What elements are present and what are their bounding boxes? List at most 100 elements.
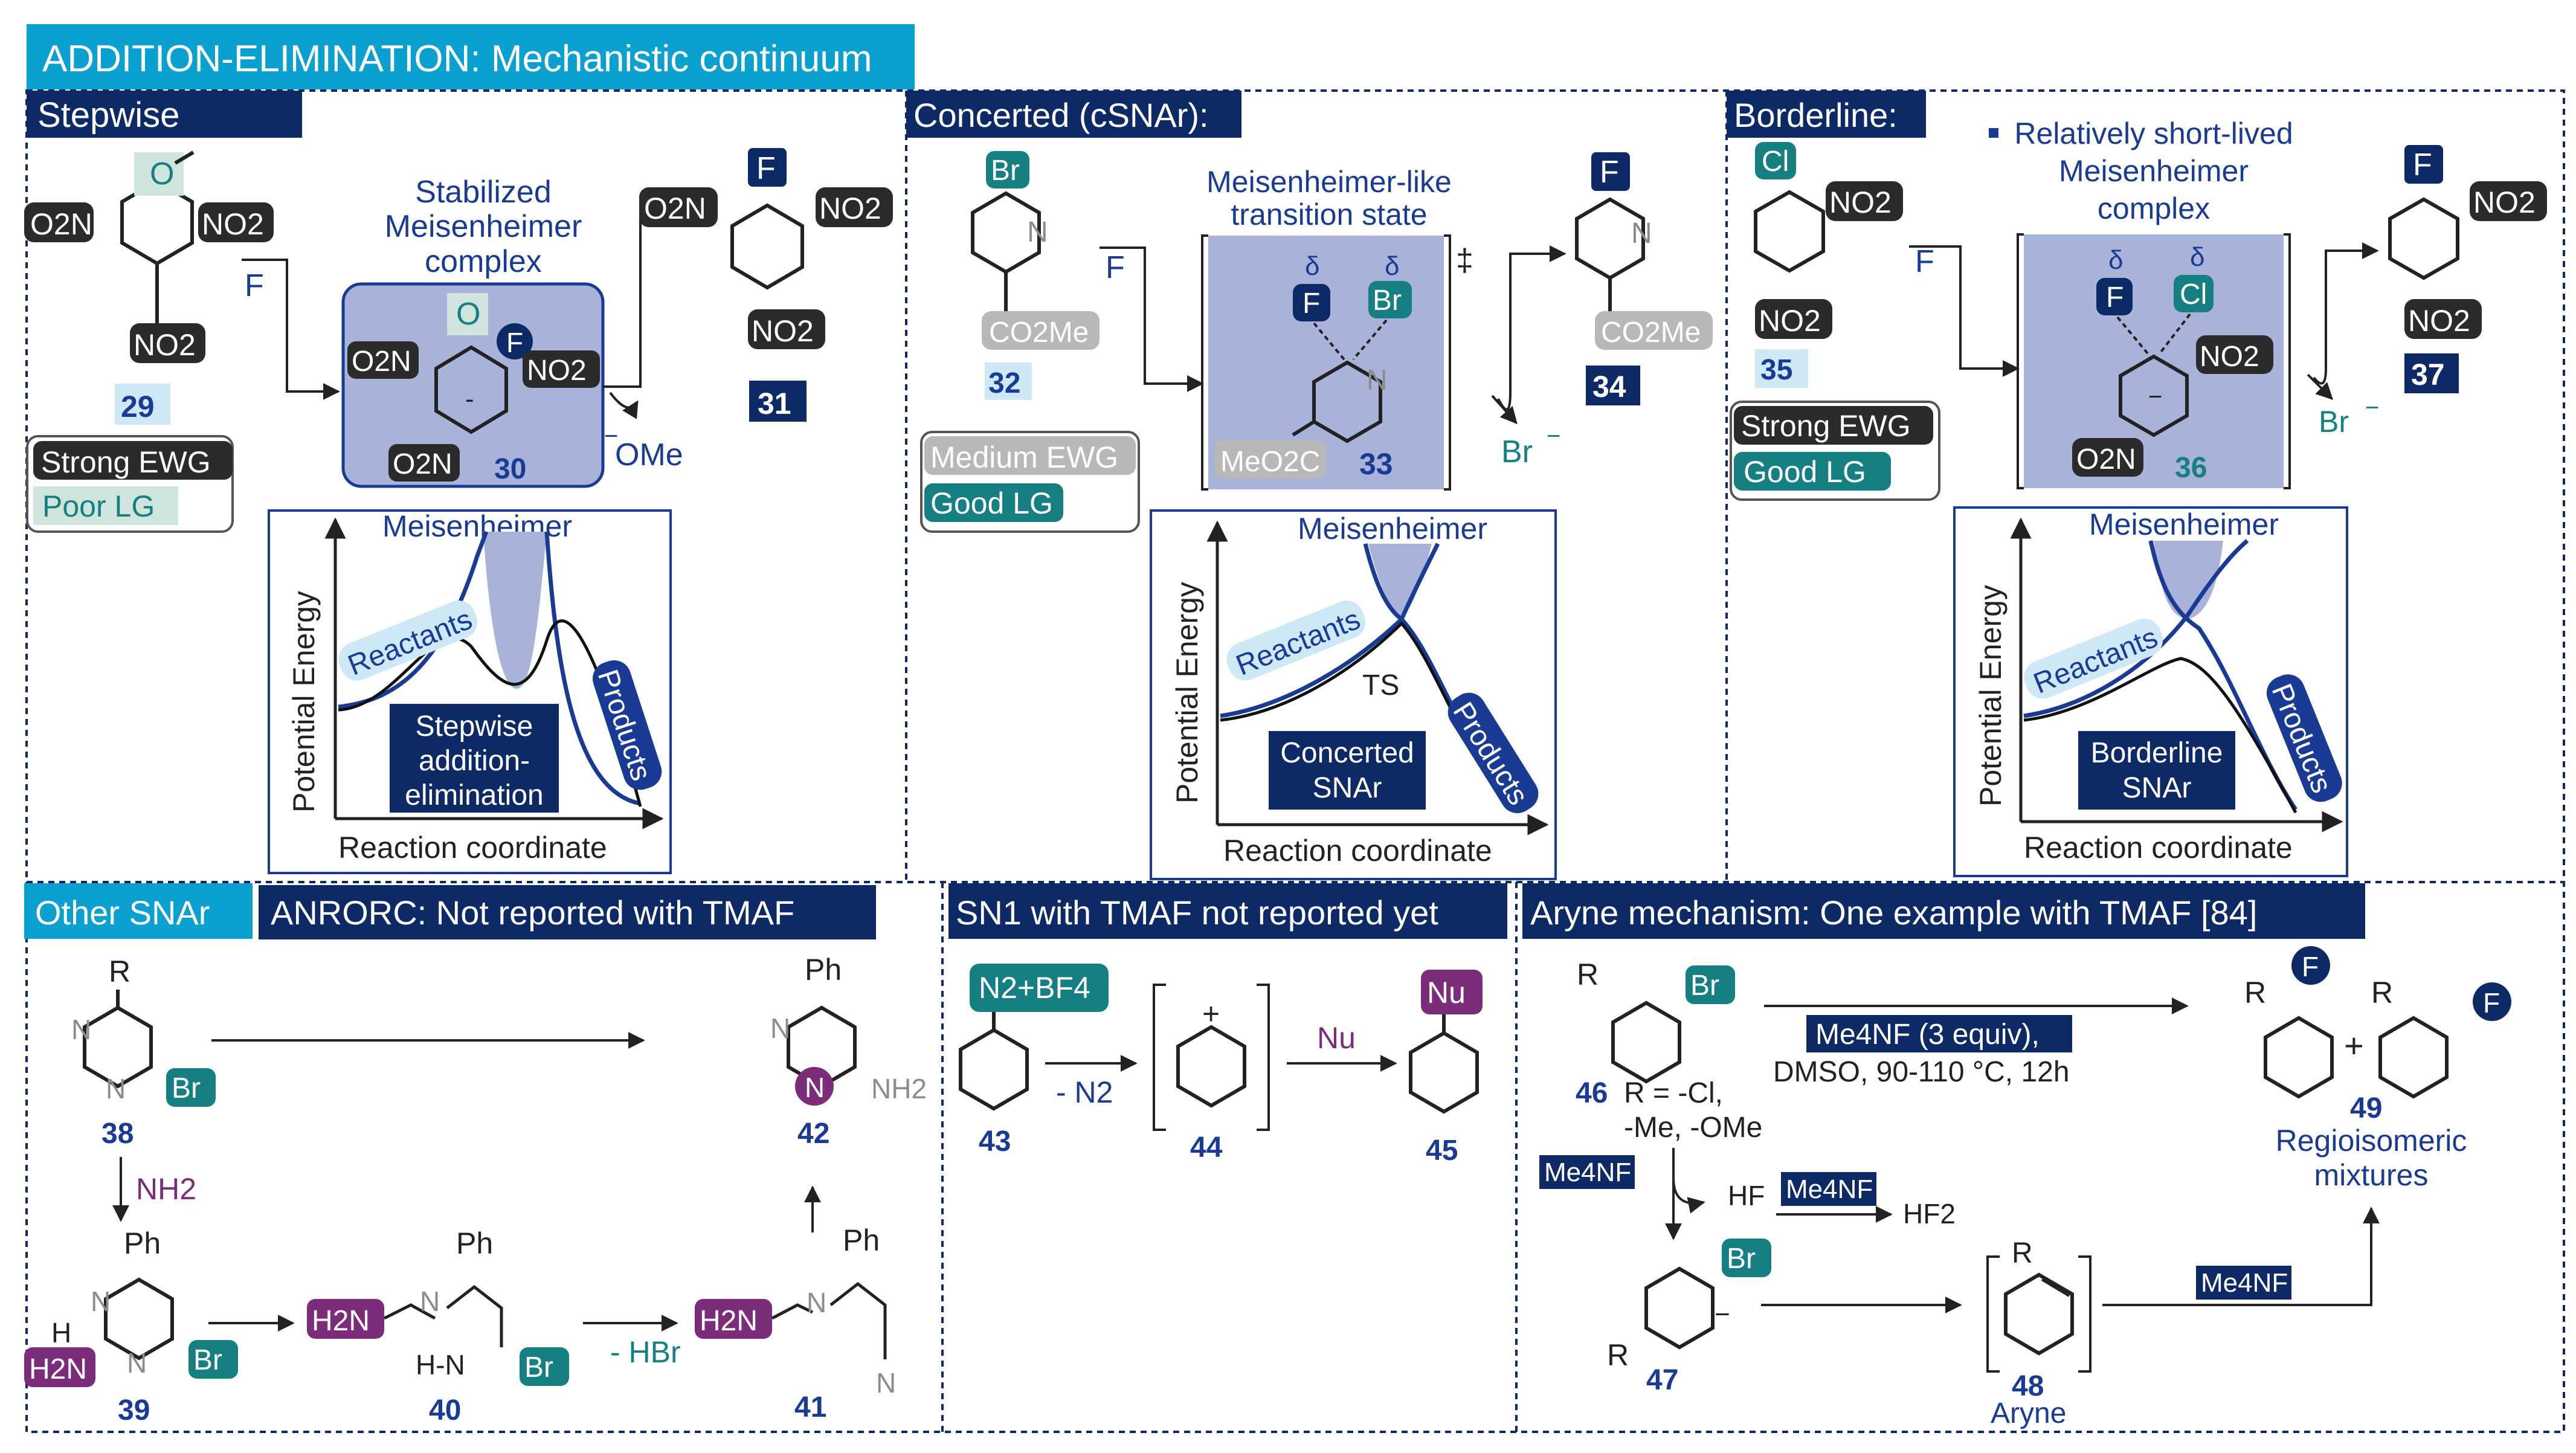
svg-text:N: N [1367, 364, 1388, 396]
svg-text:R = -Cl,: R = -Cl, [1624, 1077, 1723, 1109]
svg-text:R: R [109, 955, 130, 988]
svg-text:Good LG: Good LG [930, 486, 1053, 520]
svg-text:Br: Br [172, 1072, 201, 1104]
svg-text:47: 47 [1646, 1364, 1678, 1396]
svg-text:44: 44 [1190, 1132, 1223, 1164]
svg-text:NO2: NO2 [134, 328, 196, 362]
svg-text:Me4NF (3 equiv),: Me4NF (3 equiv), [1815, 1019, 2040, 1051]
svg-text:TS: TS [1362, 669, 1399, 701]
sn1-panel: SN1 with TMAF not reported yet N2+BF4 43… [948, 883, 1507, 1167]
svg-text:DMSO, 90-110 °C, 12h: DMSO, 90-110 °C, 12h [1773, 1056, 2070, 1088]
borderline-title: Borderline: [1734, 96, 1898, 134]
svg-text:Br: Br [1727, 1243, 1756, 1275]
svg-text:46: 46 [1576, 1077, 1608, 1109]
svg-text:NO2: NO2 [2200, 341, 2259, 373]
svg-text:CO2Me: CO2Me [989, 317, 1089, 349]
svg-text:HF2: HF2 [1903, 1198, 1956, 1229]
svg-text:Me4NF: Me4NF [2201, 1268, 2288, 1298]
frame [25, 89, 2565, 1433]
svg-text:O2N: O2N [2076, 443, 2136, 475]
svg-text:complex: complex [425, 244, 542, 279]
svg-text:−: − [2365, 395, 2379, 421]
svg-text:Stepwise: Stepwise [416, 710, 533, 743]
svg-text:F: F [1302, 288, 1320, 320]
svg-text:Ph: Ph [843, 1223, 880, 1257]
svg-text:H2N: H2N [29, 1353, 87, 1385]
svg-text:Reaction coordinate: Reaction coordinate [2024, 831, 2293, 865]
svg-text:+: + [2344, 1026, 2364, 1065]
svg-text:R: R [1607, 1338, 1629, 1372]
svg-text:N: N [805, 1072, 825, 1103]
svg-text:Cl: Cl [1762, 146, 1789, 178]
svg-text:Reaction coordinate: Reaction coordinate [1223, 834, 1492, 868]
svg-text:N: N [91, 1286, 111, 1317]
svg-text:Reaction coordinate: Reaction coordinate [338, 831, 607, 865]
svg-text:SNAr: SNAr [2122, 772, 2192, 804]
svg-text:34: 34 [1592, 370, 1626, 404]
svg-text:Ph: Ph [805, 953, 842, 987]
svg-text:Stabilized: Stabilized [415, 175, 551, 210]
svg-text:H: H [51, 1317, 71, 1348]
svg-text:38: 38 [101, 1118, 134, 1150]
svg-text:NO2: NO2 [527, 355, 587, 387]
svg-text:O: O [456, 297, 480, 332]
svg-text:NH2: NH2 [136, 1172, 196, 1206]
svg-text:Me4NF: Me4NF [1786, 1174, 1873, 1204]
svg-text:δ: δ [2190, 242, 2205, 272]
svg-text:33: 33 [1359, 447, 1393, 481]
svg-text:-: - [465, 384, 474, 414]
svg-text:N: N [1631, 217, 1652, 250]
svg-text:δ: δ [1385, 251, 1400, 281]
svg-text:F: F [2483, 987, 2500, 1019]
svg-text:Strong EWG: Strong EWG [1741, 409, 1911, 443]
compound-41: H2N N Ph N 41 [695, 1223, 896, 1423]
svg-text:F: F [756, 151, 776, 186]
svg-text:Br: Br [2319, 405, 2349, 439]
svg-text:31: 31 [758, 387, 791, 420]
svg-text:N: N [106, 1073, 126, 1104]
svg-text:Nu: Nu [1317, 1021, 1356, 1055]
svg-text:transition state: transition state [1231, 198, 1427, 231]
compound-31: F O2N NO2 NO2 31 [639, 148, 893, 422]
svg-text:Br: Br [1690, 970, 1719, 1002]
svg-text:42: 42 [797, 1118, 829, 1150]
svg-text:R: R [2371, 976, 2393, 1010]
aryne-title: Aryne mechanism: One example with TMAF [… [1530, 894, 2257, 932]
svg-text:N: N [807, 1287, 826, 1318]
svg-text:‡: ‡ [1456, 243, 1473, 278]
svg-text:MeO2C: MeO2C [1220, 446, 1320, 478]
header-title: ADDITION-ELIMINATION: Mechanistic contin… [42, 38, 872, 80]
svg-text:mixtures: mixtures [2314, 1158, 2429, 1192]
svg-text:H2N: H2N [700, 1305, 758, 1337]
svg-text:Potential Energy: Potential Energy [1974, 585, 2008, 807]
compound-34: F N CO2Me 34 [1575, 152, 1713, 405]
svg-text:R: R [1577, 958, 1599, 991]
svg-text:F: F [1106, 250, 1125, 285]
compound-29: O O2N NO2 NO2 29 [24, 150, 274, 425]
svg-text:Concerted: Concerted [1280, 737, 1414, 769]
svg-text:F: F [1915, 244, 1934, 279]
svg-text:Br: Br [193, 1344, 222, 1376]
svg-text:F: F [2302, 951, 2319, 982]
stepwise-title: Stepwise [37, 95, 179, 135]
compound-42: Ph N N NH2 42 [770, 953, 927, 1150]
svg-text:Regioisomeric: Regioisomeric [2276, 1124, 2467, 1158]
svg-text:45: 45 [1426, 1135, 1458, 1167]
svg-text:O: O [150, 156, 174, 192]
svg-text:43: 43 [979, 1126, 1011, 1158]
svg-text:NH2: NH2 [871, 1073, 927, 1104]
svg-text:NO2: NO2 [1759, 304, 1821, 338]
compound-37: F NO2 NO2 37 [2388, 145, 2547, 393]
svg-text:N: N [127, 1347, 147, 1379]
svg-text:−: − [604, 423, 618, 449]
concerted-panel: Concerted (cSNAr): Br N CO2Me 32 F Mediu… [906, 91, 1713, 880]
svg-text:O2N: O2N [644, 192, 706, 225]
svg-text:35: 35 [1760, 354, 1792, 386]
compound-40: H2N N Ph H-N Br 40 [307, 1226, 569, 1426]
svg-text:SNAr: SNAr [1313, 772, 1382, 804]
svg-text:F: F [506, 327, 523, 358]
svg-text:F: F [1600, 155, 1619, 190]
concerted-title: Concerted (cSNAr): [913, 96, 1209, 134]
svg-text:NO2: NO2 [1829, 185, 1892, 219]
